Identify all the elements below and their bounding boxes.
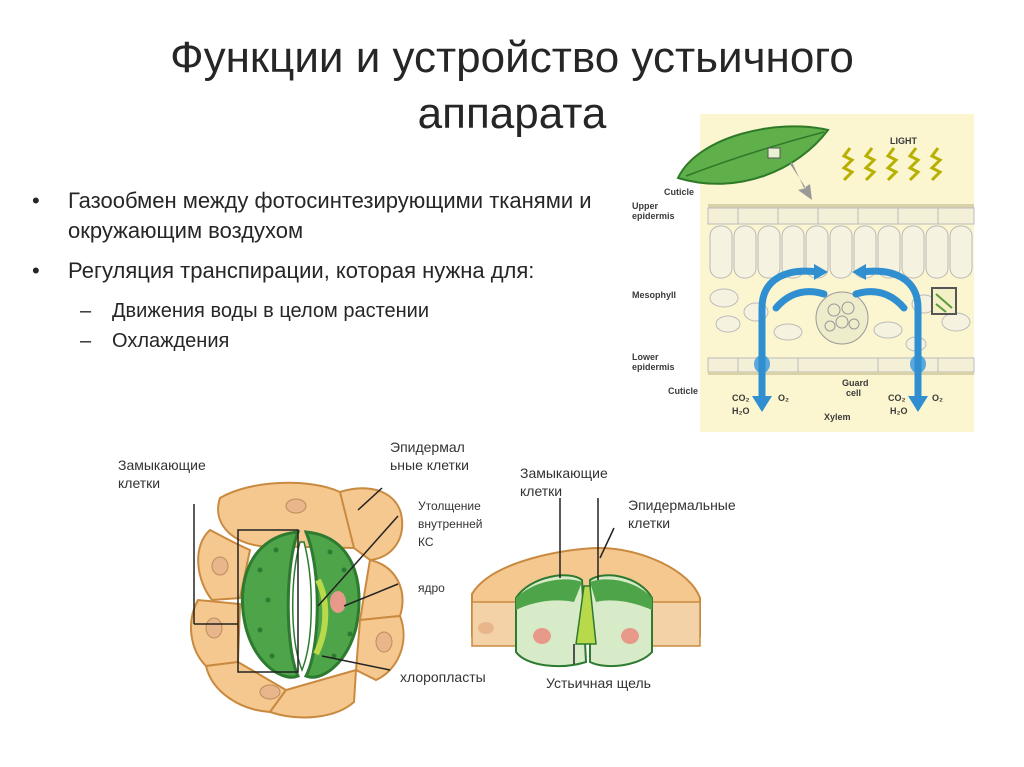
slide-title: Функции и устройство устьичного аппарата [0, 30, 1024, 142]
label-light: LIGHT [890, 136, 917, 146]
label-guard-cells-2b: клетки [520, 483, 562, 499]
label-lower-epidermis-1: Lower [632, 352, 659, 362]
label-thickening-3: КС [418, 535, 434, 549]
label-o2-right: O₂ [932, 393, 943, 403]
slide-title-line-2: аппарата [417, 89, 607, 138]
leader-lines-left [193, 487, 399, 673]
label-stomatal-pore: Устьичная щель [546, 675, 651, 691]
label-guard-cell-2: cell [846, 388, 861, 398]
palisade-layer [709, 225, 973, 279]
cutaway-cell-faces [471, 601, 701, 647]
label-co2-right: CO₂ [888, 393, 906, 403]
guard-cell-pair-top-view [240, 530, 361, 679]
sample-cell-icon [931, 287, 957, 315]
arrow-heads [752, 264, 928, 412]
label-epidermal-2b: клетки [628, 515, 670, 531]
label-thickening-1: Утолщение [418, 499, 481, 513]
sub-bullet-water-movement: Движения воды в целом растении [28, 296, 628, 326]
label-guard-cell-1: Guard [842, 378, 869, 388]
label-upper-epidermis-1: Upper [632, 201, 659, 211]
lower-epidermis-layer [707, 357, 975, 373]
sub-bullet-cooling: Охлаждения [28, 326, 628, 356]
label-guard-cells-1: Замыкающие [118, 457, 206, 473]
leader-lines-right [559, 498, 615, 664]
label-chloroplasts: хлоропласты [400, 669, 486, 685]
bullet-list: Газообмен между фотосинтезирующими тканя… [28, 186, 628, 356]
light-rays-icon [841, 147, 943, 182]
leaf-icon [676, 125, 830, 200]
label-mesophyll: Mesophyll [632, 290, 676, 300]
label-h2o-right: H₂O [890, 406, 908, 416]
epidermal-nuclei [205, 498, 393, 700]
label-epidermal-2: ьные клетки [390, 457, 469, 473]
label-co2-left: CO₂ [732, 393, 750, 403]
stoma-diagrams: Замыкающие клетки Эпидермал ьные клетки … [100, 430, 800, 760]
nucleus-top-view [330, 591, 346, 613]
cuticle-bottom-layer [708, 372, 974, 375]
label-nucleus: ядро [418, 581, 445, 595]
cutaway-guard-cells [515, 574, 653, 668]
bullet-gas-exchange: Газообмен между фотосинтезирующими тканя… [28, 186, 628, 246]
label-cuticle-bottom: Cuticle [668, 386, 698, 396]
upper-epidermis-layer [707, 207, 975, 225]
leaf-cross-section-svg: LIGHT [632, 114, 975, 432]
gas-flow-arrows [758, 267, 922, 408]
cutaway-epidermal-nucleus [478, 622, 494, 634]
epidermal-cells-top-view [190, 481, 405, 719]
xylem-bundle [815, 291, 869, 345]
label-h2o-left: H₂O [732, 406, 750, 416]
slide-title-line-1: Функции и устройство устьичного [170, 33, 854, 82]
label-upper-epidermis-2: epidermis [632, 211, 675, 221]
label-o2-left: O₂ [778, 393, 789, 403]
label-lower-epidermis-2: epidermis [632, 362, 675, 372]
label-epidermal-1: Эпидермал [390, 439, 465, 455]
cutaway-nucleus-left [533, 628, 551, 644]
stoma-svg: Замыкающие клетки Эпидермал ьные клетки … [118, 439, 736, 719]
chloroplasts-dots [257, 547, 353, 659]
label-thickening-2: внутренней [418, 517, 482, 531]
bullet-transpiration: Регуляция транспирации, которая нужна дл… [28, 256, 628, 286]
label-guard-cells-2a: Замыкающие [520, 465, 608, 481]
label-cuticle-top: Cuticle [664, 187, 694, 197]
cutaway-nucleus-right [621, 628, 639, 644]
label-xylem: Xylem [824, 412, 851, 422]
label-guard-cells-2: клетки [118, 475, 160, 491]
leaf-cross-section-diagram: LIGHT [628, 108, 976, 434]
label-epidermal-2a: Эпидермальные [628, 497, 736, 513]
cuticle-top-layer [708, 204, 974, 208]
